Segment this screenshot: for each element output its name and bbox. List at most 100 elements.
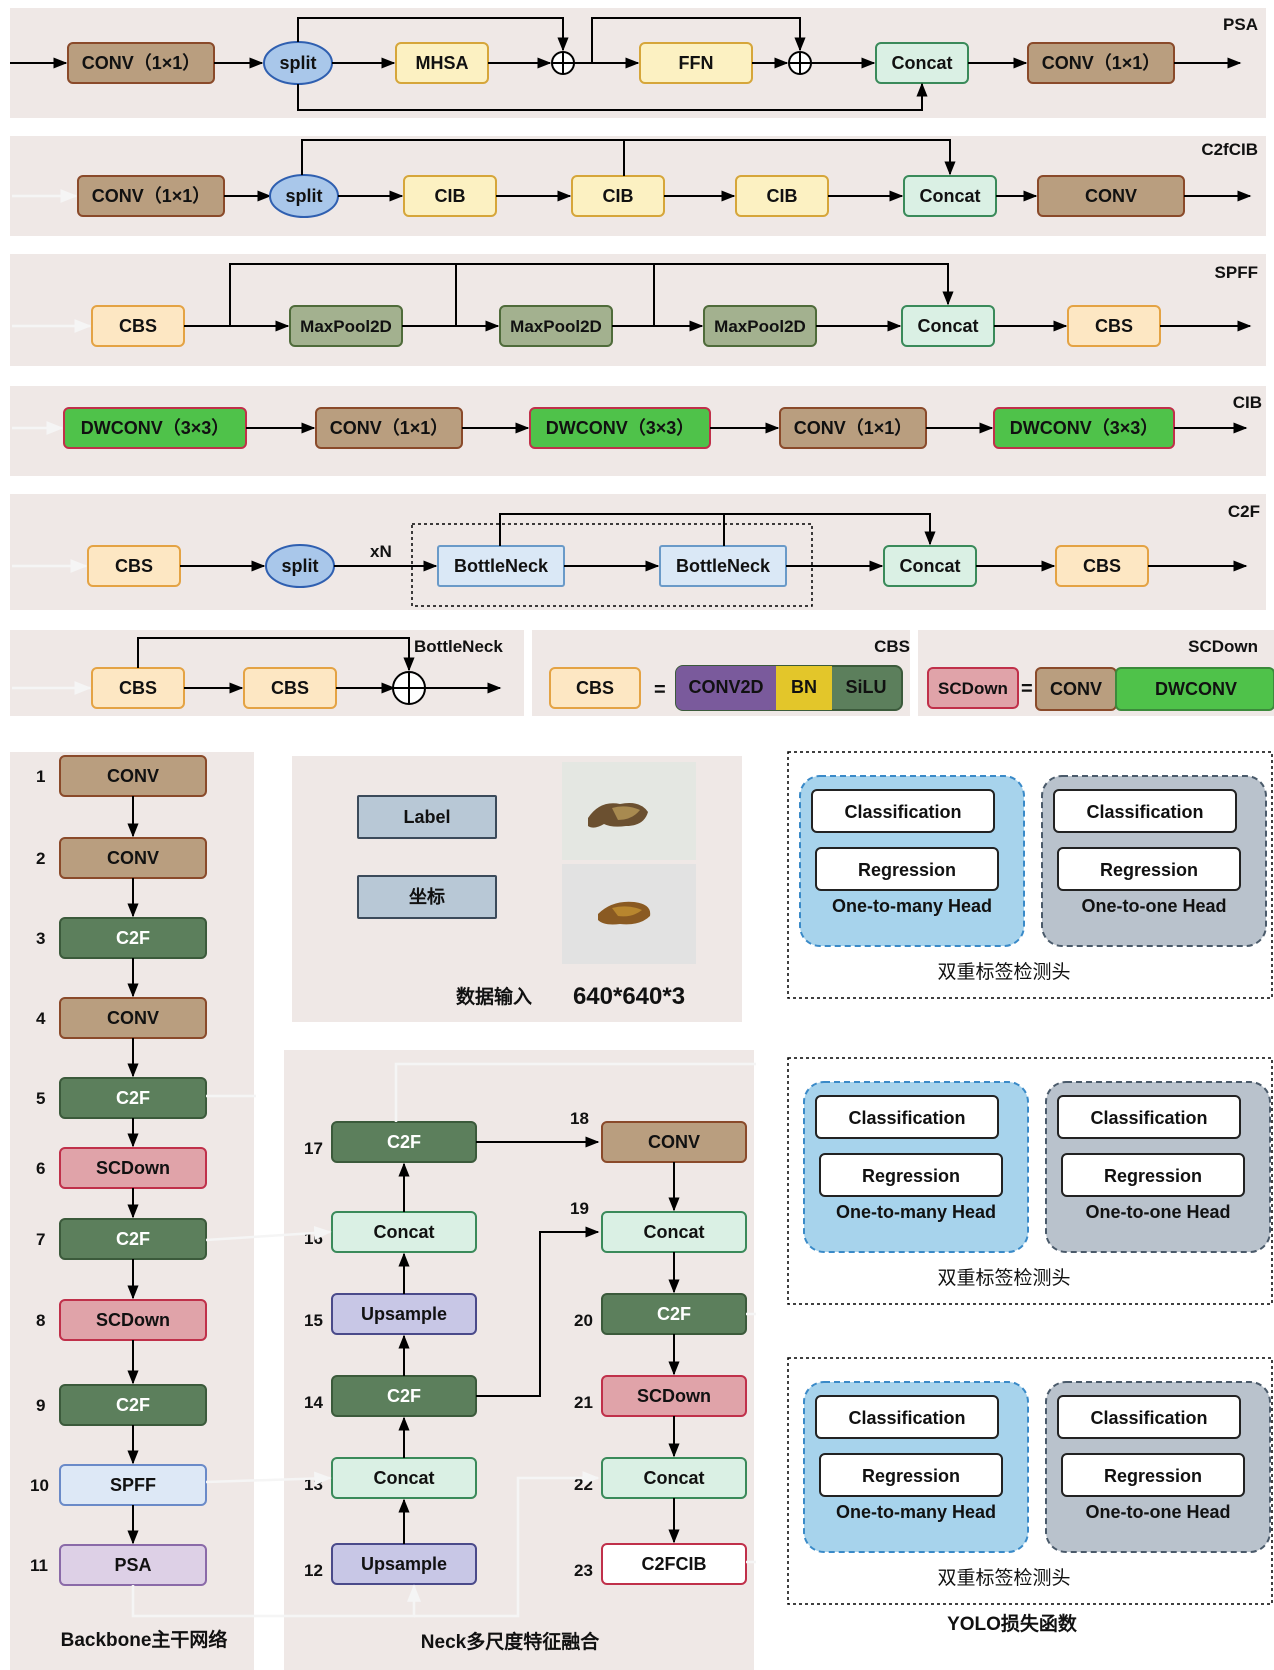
backbone-layer-3-label: C2F (116, 928, 150, 948)
bn-plus (392, 671, 426, 705)
head-group-2-one-to-one-title: One-to-one Head (1085, 1202, 1230, 1222)
c2fcib-split: split (269, 174, 339, 218)
neck-title: Neck多尺度特征融合 (421, 1630, 600, 1653)
neck-skip-to-22 (414, 1471, 600, 1618)
neck-layer-22-label: Concat (643, 1468, 704, 1488)
c2fcib-conv-out: CONV (1037, 175, 1185, 217)
heads-title: YOLO损失函数 (947, 1612, 1078, 1635)
input-sample-image-2 (562, 864, 696, 964)
bn-cbs-2: CBS (243, 667, 337, 709)
cib-dw2: DWCONV（3×3） (529, 407, 711, 449)
bn-cbs-1: CBS (91, 667, 185, 709)
neck-layer-18: CONV (601, 1121, 747, 1163)
input-sample-image-1 (562, 762, 696, 860)
c2f-split: split (265, 544, 335, 588)
spff-pool2: MaxPool2D (499, 305, 613, 347)
cib-conv2-label: CONV（1×1） (794, 418, 913, 438)
head-group-1-one-to-many-title: One-to-many Head (832, 896, 992, 916)
neck-layer-12: Upsample (331, 1543, 477, 1585)
cib-conv1-label: CONV（1×1） (330, 418, 449, 438)
cib-dw2-label: DWCONV（3×3） (546, 418, 695, 438)
neck-14-to-19 (476, 1226, 600, 1397)
head-group-3-caption: 双重标签检测头 (937, 1567, 1070, 1589)
c2fcib-conv-out-label: CONV (1085, 186, 1137, 206)
neck-layer-15: Upsample (331, 1293, 477, 1335)
spff-pool1-label: MaxPool2D (300, 317, 392, 336)
backbone-layer-1: CONV (59, 755, 207, 797)
backbone-layer-8-label: SCDown (96, 1310, 170, 1330)
input-coord-box-label: 坐标 (409, 886, 445, 907)
psa-ffn-label: FFN (679, 53, 714, 73)
cib-dw1: DWCONV（3×3） (63, 407, 247, 449)
psa-ffn: FFN (639, 42, 753, 84)
neck-layer-18-index: 18 (570, 1109, 589, 1128)
neck-layer-13: Concat (331, 1457, 477, 1499)
head-group-2-one-to-many-regression: Regression (862, 1166, 960, 1186)
c2f-bottleneck-2-label: BottleNeck (676, 556, 771, 576)
backbone-layer-9: C2F (59, 1384, 207, 1426)
psa-conv-out: CONV（1×1） (1027, 42, 1175, 84)
neck-layer-12-label: Upsample (361, 1554, 447, 1574)
head-group-1-caption: 双重标签检测头 (937, 961, 1070, 983)
psa-mhsa-label: MHSA (416, 53, 469, 73)
neck-17-out (394, 1062, 756, 1122)
c2fcib-cib1: CIB (403, 175, 497, 217)
spff-cbs-in: CBS (91, 305, 185, 347)
backbone-layer-9-label: C2F (116, 1395, 150, 1415)
c2f-cbs-in: CBS (87, 545, 181, 587)
c2fcib-cib1-label: CIB (435, 186, 466, 206)
spff-pool2-label: MaxPool2D (510, 317, 602, 336)
backbone-layer-3: C2F (59, 917, 207, 959)
spff-cbs-out: CBS (1067, 305, 1161, 347)
c2f-xn: xN (370, 542, 392, 561)
backbone-layer-10-label: SPFF (110, 1475, 156, 1495)
neck-layer-21: SCDown (601, 1375, 747, 1417)
backbone-layer-5: C2F (59, 1077, 207, 1119)
psa-concat-label: Concat (891, 53, 952, 73)
neck-layer-15-label: Upsample (361, 1304, 447, 1324)
spff-panel (10, 254, 1266, 366)
head-group-1-one-to-one-regression: Regression (1100, 860, 1198, 880)
head-group-3-one-to-one-title: One-to-one Head (1085, 1502, 1230, 1522)
cib-conv2: CONV（1×1） (779, 407, 927, 449)
scdown-conv-label: CONV (1050, 679, 1102, 699)
spff-pool1: MaxPool2D (289, 305, 403, 347)
neck-layer-20: C2F (601, 1293, 747, 1335)
c2f-cbs-out-label: CBS (1083, 556, 1121, 576)
input-coord-box: 坐标 (357, 875, 497, 919)
spff-cbs-in-label: CBS (119, 316, 157, 336)
backbone-layer-2: CONV (59, 837, 207, 879)
backbone-layer-7: C2F (59, 1218, 207, 1260)
spff-concat-label: Concat (917, 316, 978, 336)
cib-dw1-label: DWCONV（3×3） (81, 418, 230, 438)
bn-skip (137, 637, 415, 672)
head-group-2-one-to-one-classification: Classification (1090, 1108, 1207, 1128)
psa-skip-2 (591, 17, 806, 63)
cbs-def-eq: = (654, 679, 666, 701)
cib-title: CIB (1233, 393, 1262, 412)
bn-cbs-1-label: CBS (119, 678, 157, 698)
c2fcib-cib3-label: CIB (767, 186, 798, 206)
neck-layer-17-label: C2F (387, 1132, 421, 1152)
neck-layer-14: C2F (331, 1375, 477, 1417)
bn-label: BN (791, 677, 817, 697)
neck-layer-14-index: 14 (304, 1393, 323, 1412)
c2f-concat-label: Concat (899, 556, 960, 576)
neck-layer-18-label: CONV (648, 1132, 700, 1152)
head-group-3-one-to-many-regression: Regression (862, 1466, 960, 1486)
backbone-layer-2-label: CONV (107, 848, 159, 868)
c2f-skip (499, 513, 936, 546)
input-label-box: Label (357, 795, 497, 839)
backbone-layer-11-index: 11 (30, 1556, 48, 1575)
head-group-1-one-to-many-classification: Classification (844, 802, 961, 822)
c2fcib-concat-label: Concat (919, 186, 980, 206)
psa-plus-2 (788, 51, 812, 75)
backbone-11-to-12 (131, 1584, 421, 1618)
c2fcib-cib2: CIB (571, 175, 665, 217)
input-label-box-label: Label (403, 807, 450, 827)
